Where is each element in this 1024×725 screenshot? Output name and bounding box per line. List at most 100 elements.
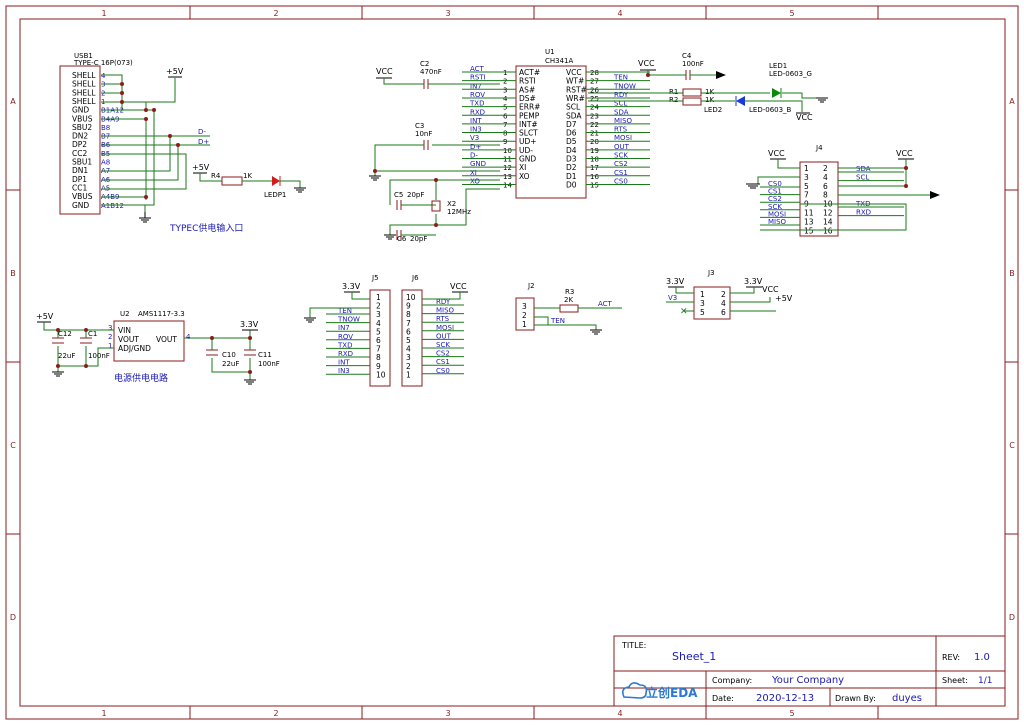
j5-net: TEN [337,307,352,315]
c5-val: 20pF [407,191,424,199]
u1-left-pin-num: 10 [503,147,512,155]
company-value: Your Company [771,675,844,686]
u1-right-pin: D1 [566,172,577,181]
u1-right-pin: D7 [566,120,577,129]
usb-pin-label: VBUS [72,192,93,201]
j3-pin-4: 4 [721,299,726,308]
col-label-4: 4 [617,9,622,18]
u1-left-net: D+ [470,143,481,151]
j4-vcc-left: VCC [768,149,785,158]
j5-pin-num: 6 [376,336,381,345]
power-led-circuit: +5V R4 1K LEDP1 [192,163,306,199]
j6-pin-num: 5 [406,336,411,345]
j4-right-pin-num: 4 [823,173,828,182]
j5-pin-num: 4 [376,319,381,328]
u1-right-pin-num: 15 [590,181,599,189]
usb-pin-num: A8 [101,159,110,167]
u1-left-net: V3 [470,134,479,142]
u1-left-net: IN7 [470,82,482,90]
title-block: TITLE: Sheet_1 REV: 1.0 Company: Your Co… [613,635,1006,707]
u1-left-pin-num: 7 [503,121,507,129]
u1-left-pin-num: 4 [503,95,508,103]
u2-regulator: U2 AMS1117-3.3 VIN VOUT ADJ/GND VOUT 3 2… [36,310,280,385]
j5-pin-num: 3 [376,310,381,319]
j5-net: RXD [338,350,353,358]
c3-val: 10nF [415,130,432,138]
r3-ref: R3 [565,288,574,296]
date-label: Date: [712,694,734,703]
j4-left-net: SCK [768,203,782,211]
u1-left-pin-num: 11 [503,156,512,164]
j5-pin-num: 8 [376,353,381,362]
u1-left-pin: UD+ [519,137,537,146]
j6-pwr: VCC [450,282,467,291]
j5-ref: J5 [371,274,379,282]
u2-value: AMS1117-3.3 [138,310,185,318]
inner-frame [19,18,1006,707]
led1-diode-icon [772,88,781,98]
row-label-b: B [10,269,16,278]
j6-ref: J6 [411,274,419,282]
col-label-4b: 4 [617,709,622,718]
u1-right-net: RTS [614,126,628,134]
c1-ref: C1 [88,330,97,338]
u1-left-net: IN3 [470,126,482,134]
ledp-pwr: +5V [192,163,210,172]
usb-pin-label: SBU1 [72,158,92,167]
j3-noconnect-icon: ✕ [680,307,688,317]
usb-pin-label: VBUS [72,114,93,123]
u1-right-net: CS1 [614,169,628,177]
j2-header: J2 3 2 1 R3 2K ACT TEN [515,282,622,335]
j3-body [693,286,731,320]
j5-net: IN3 [338,367,350,375]
u1-left-pin: ERR# [519,103,540,112]
r1-ref: R1 [669,88,678,96]
u1-right-net: SCL [614,100,627,108]
u2-pwr-5v: +5V [36,312,54,321]
usb-pin-label: SHELL [72,80,96,89]
date-value: 2020-12-13 [756,693,814,704]
led2-val: LED-0603_B [749,106,792,114]
c2-ref: C2 [420,60,429,68]
drawn-label: Drawn By: [835,694,876,703]
usb-pwr-5v: +5V [166,67,184,76]
u1-left-pin: XO [519,172,530,181]
u1-value: CH341A [545,57,574,65]
u1-right-pin-num: 24 [590,104,599,112]
j3-pwr-33b: 3.3V [744,277,763,286]
rev-label: REV: [942,653,960,662]
u1-right-pin-num: 27 [590,78,599,86]
j6-net: RDY [436,298,451,306]
u1-right-net: SCK [614,152,628,160]
j5-pin-num: 7 [376,345,381,354]
title-label: TITLE: [621,641,646,650]
c10-val: 22uF [222,360,239,368]
j3-pin-2: 2 [721,290,726,299]
u1-left-net: TXD [469,100,484,108]
u2-pin-vout2: VOUT [156,335,177,344]
j4-gnd-icon [930,191,940,199]
u1-right-pin: SDA [566,111,582,120]
j5-pwr: 3.3V [342,282,361,291]
j4-right-pin-num: 6 [823,182,828,191]
u1-right-pin: D4 [566,146,577,155]
usb-pin-num: 3 [101,81,105,89]
j2-ref: J2 [527,282,535,290]
usb-pin-label: CC1 [72,183,87,192]
j4-left-pin-num: 13 [804,217,814,226]
usb-pin-num: B7 [101,133,110,141]
u1-left-net: XO [470,177,480,185]
c12-ref: C12 [58,330,72,338]
u1-right-pin: D5 [566,137,577,146]
row-label-a2: A [1009,97,1015,106]
led2-ref: LED2 [704,106,722,114]
r2-body [682,97,702,106]
j6-pin-num: 7 [406,319,411,328]
j6-pin-num: 6 [406,327,411,336]
u1-left-pin: INT# [519,120,538,129]
u1-left-pin-num: 9 [503,138,507,146]
usb-pin-num: 4 [101,72,106,80]
u1-left-pin: ACT# [519,68,540,77]
u1-left-pin-num: 2 [503,78,507,86]
